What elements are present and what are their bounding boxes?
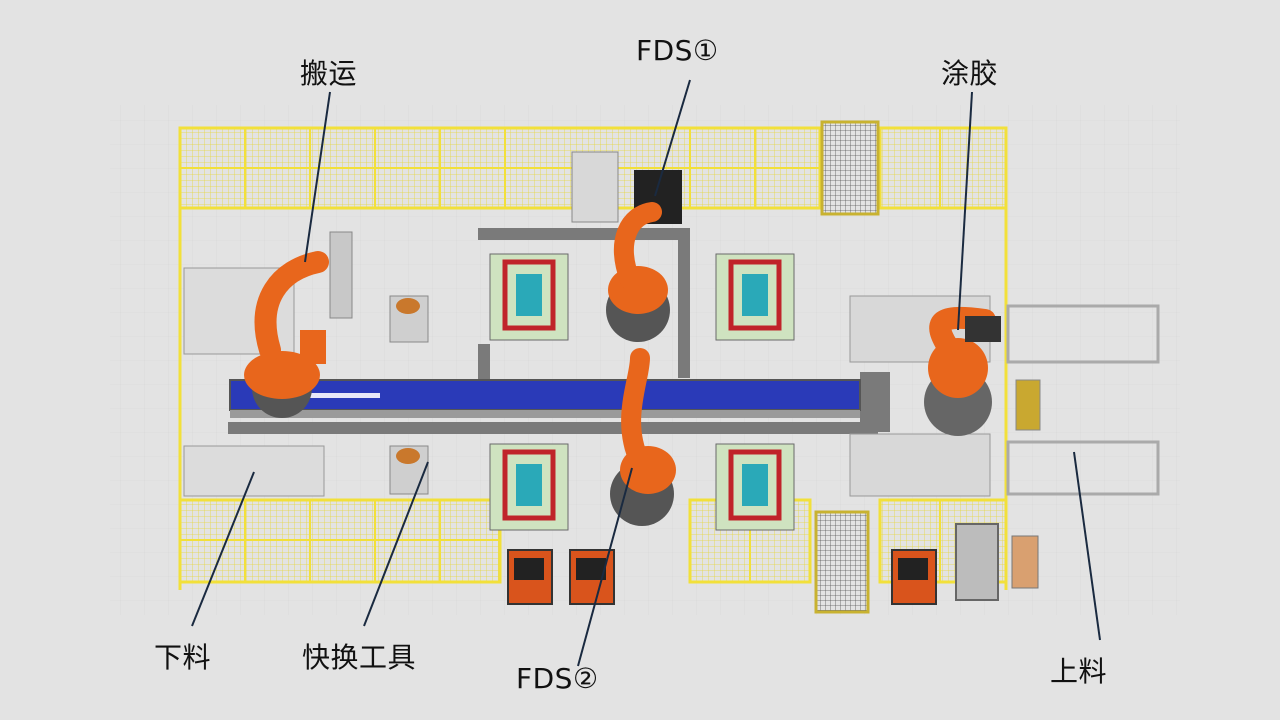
steel-beams bbox=[228, 228, 890, 506]
feeder-machine bbox=[571, 151, 619, 223]
conveyor bbox=[229, 379, 861, 418]
fixture-top-right bbox=[715, 253, 795, 341]
load-cart bbox=[1015, 379, 1041, 431]
gate-bottom bbox=[814, 510, 870, 614]
tool-rack-left bbox=[329, 231, 353, 319]
label-gluing: 涂胶 bbox=[941, 57, 999, 90]
label-quick-change-tool: 快换工具 bbox=[302, 641, 417, 674]
control-cabinets bbox=[507, 523, 1039, 605]
label-fds-1: FDS① bbox=[636, 34, 719, 67]
label-unloading: 下料 bbox=[154, 641, 212, 674]
gate-top bbox=[820, 120, 880, 216]
fixture-bottom-left bbox=[489, 443, 569, 531]
robot-glue bbox=[924, 306, 1001, 436]
unload-station-bottom bbox=[183, 445, 325, 497]
robot-transfer bbox=[244, 251, 329, 418]
load-rail-top bbox=[1006, 304, 1160, 364]
robot-fds-1 bbox=[606, 202, 670, 342]
label-fds-2: FDS② bbox=[516, 662, 599, 695]
fixture-top-left bbox=[489, 253, 569, 341]
tool-bottom bbox=[396, 448, 420, 464]
glue-station-bottom bbox=[849, 433, 991, 497]
label-loading: 上料 bbox=[1050, 655, 1108, 688]
fixture-bottom-right bbox=[715, 443, 795, 531]
robot-fds-2 bbox=[610, 348, 676, 526]
callout-lines bbox=[191, 79, 1101, 667]
load-rail-bottom bbox=[1006, 440, 1160, 496]
label-transfer: 搬运 bbox=[300, 57, 358, 90]
tool-top bbox=[396, 298, 420, 314]
